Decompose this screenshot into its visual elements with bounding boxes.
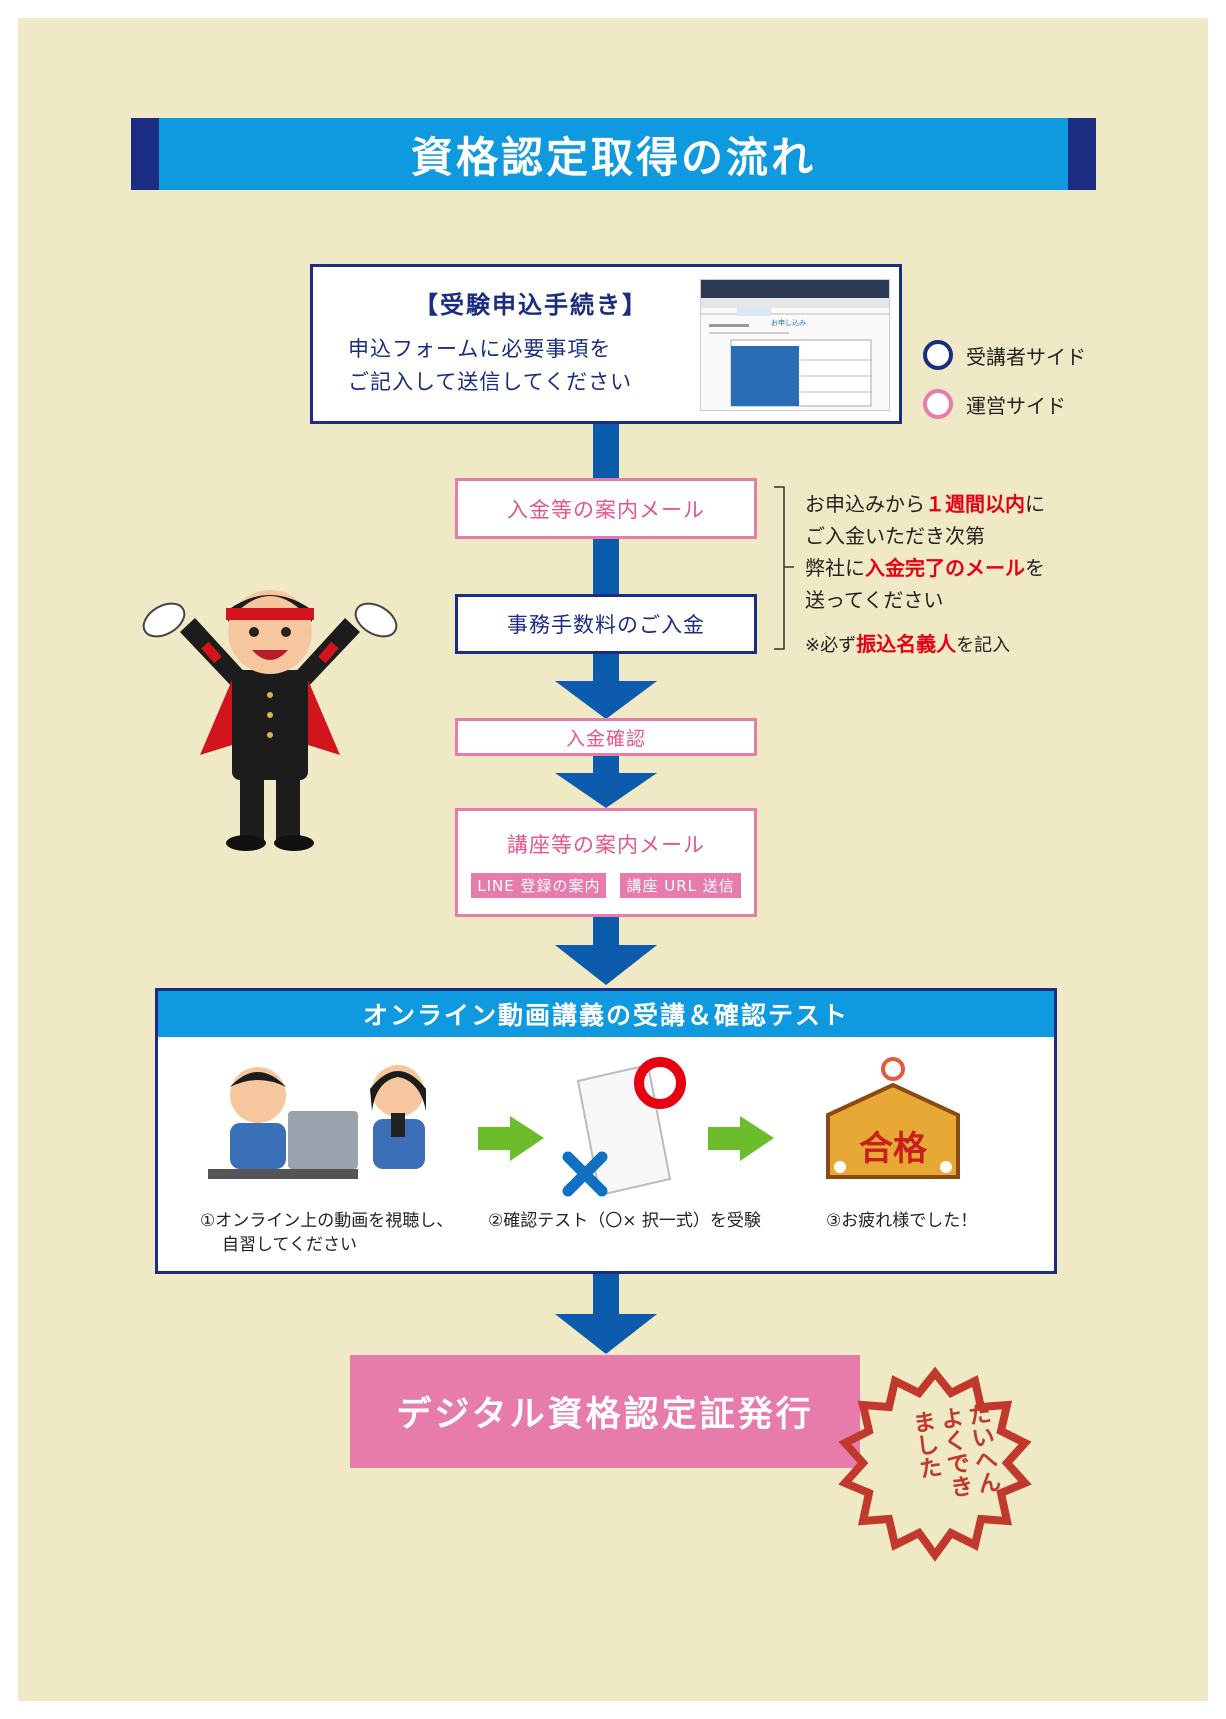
payer-name-note: ※必ず振込名義人を記入 [805, 632, 1011, 656]
course-guide-tags: LINE 登録の案内 講座 URL 送信 [471, 873, 741, 898]
application-form-thumbnail: お申し込み [700, 279, 890, 411]
green-arrow-right-icon [478, 1116, 544, 1161]
line-registration-tag: LINE 登録の案内 [471, 873, 607, 898]
legend-applicant-marker [923, 340, 953, 370]
arrow-down-icon [555, 755, 657, 808]
payment-guide-mail-step: 入金等の案内メール [455, 478, 757, 539]
page-title: 資格認定取得の流れ [131, 118, 1096, 190]
step-1-caption: ①オンライン上の動画を視聴し、 自習してください [200, 1211, 454, 1255]
legend-operator-marker [923, 389, 953, 419]
digital-certificate-step: デジタル資格認定証発行 [350, 1355, 860, 1468]
application-heading: 【受験申込手続き】 [414, 291, 648, 319]
application-line-1: 申込フォームに必要事項を [348, 337, 612, 361]
thumbnail-title: お申し込み [771, 319, 806, 327]
note-line-3: 弊社に入金完了のメールを [805, 556, 1045, 580]
legend-applicant-label: 受講者サイド [966, 345, 1086, 369]
test-paper-icon [562, 1057, 686, 1197]
online-lecture-heading: オンライン動画講義の受講＆確認テスト [158, 991, 1054, 1037]
green-arrow-right-icon [708, 1116, 774, 1161]
payment-confirmation-step: 入金確認 [455, 718, 757, 756]
fee-payment-step: 事務手数料のご入金 [455, 594, 757, 654]
course-url-tag: 講座 URL 送信 [620, 873, 741, 898]
pass-plaque-text: 合格 [859, 1129, 927, 1169]
stamp-text: たいへんよくできました [906, 1401, 1001, 1500]
application-line-2: ご記入して送信してください [348, 370, 633, 394]
note-line-2: ご入金いただき次第 [805, 524, 985, 548]
online-lecture-section: オンライン動画講義の受講＆確認テスト ①オンライン上の動画を視聴し、 自習してく… [155, 988, 1057, 1274]
arrow-down-icon [555, 651, 657, 719]
form-screenshot-icon [701, 280, 889, 407]
well-done-stamp-icon [838, 1366, 1032, 1562]
note-bracket [774, 486, 794, 650]
note-line-4: 送ってください [805, 588, 944, 612]
application-step-box: 【受験申込手続き】 申込フォームに必要事項を ご記入して送信してください お申し… [310, 264, 902, 424]
arrow-down-icon [555, 1274, 657, 1354]
payment-note: お申込みから１週間以内に ご入金いただき次第 弊社に入金完了のメールを 送ってく… [805, 488, 1045, 616]
course-guide-mail-label: 講座等の案内メール [507, 833, 705, 857]
arrow-down-icon [555, 917, 657, 985]
pass-plaque-icon [826, 1057, 960, 1179]
cheering-student-illustration [142, 590, 398, 851]
flow-connector [593, 424, 619, 478]
step-2-caption: ②確認テスト（〇× 択一式）を受験 [488, 1211, 761, 1231]
course-guide-mail-step: 講座等の案内メール LINE 登録の案内 講座 URL 送信 [455, 808, 757, 917]
step-3-caption: ③お疲れ様でした！ [826, 1211, 978, 1231]
legend-operator-label: 運営サイド [966, 394, 1066, 418]
note-line-1: お申込みから１週間以内に [805, 492, 1045, 516]
application-text: 申込フォームに必要事項を ご記入して送信してください [348, 333, 708, 399]
students-studying-illustration [208, 1065, 426, 1179]
flow-connector [593, 539, 619, 594]
